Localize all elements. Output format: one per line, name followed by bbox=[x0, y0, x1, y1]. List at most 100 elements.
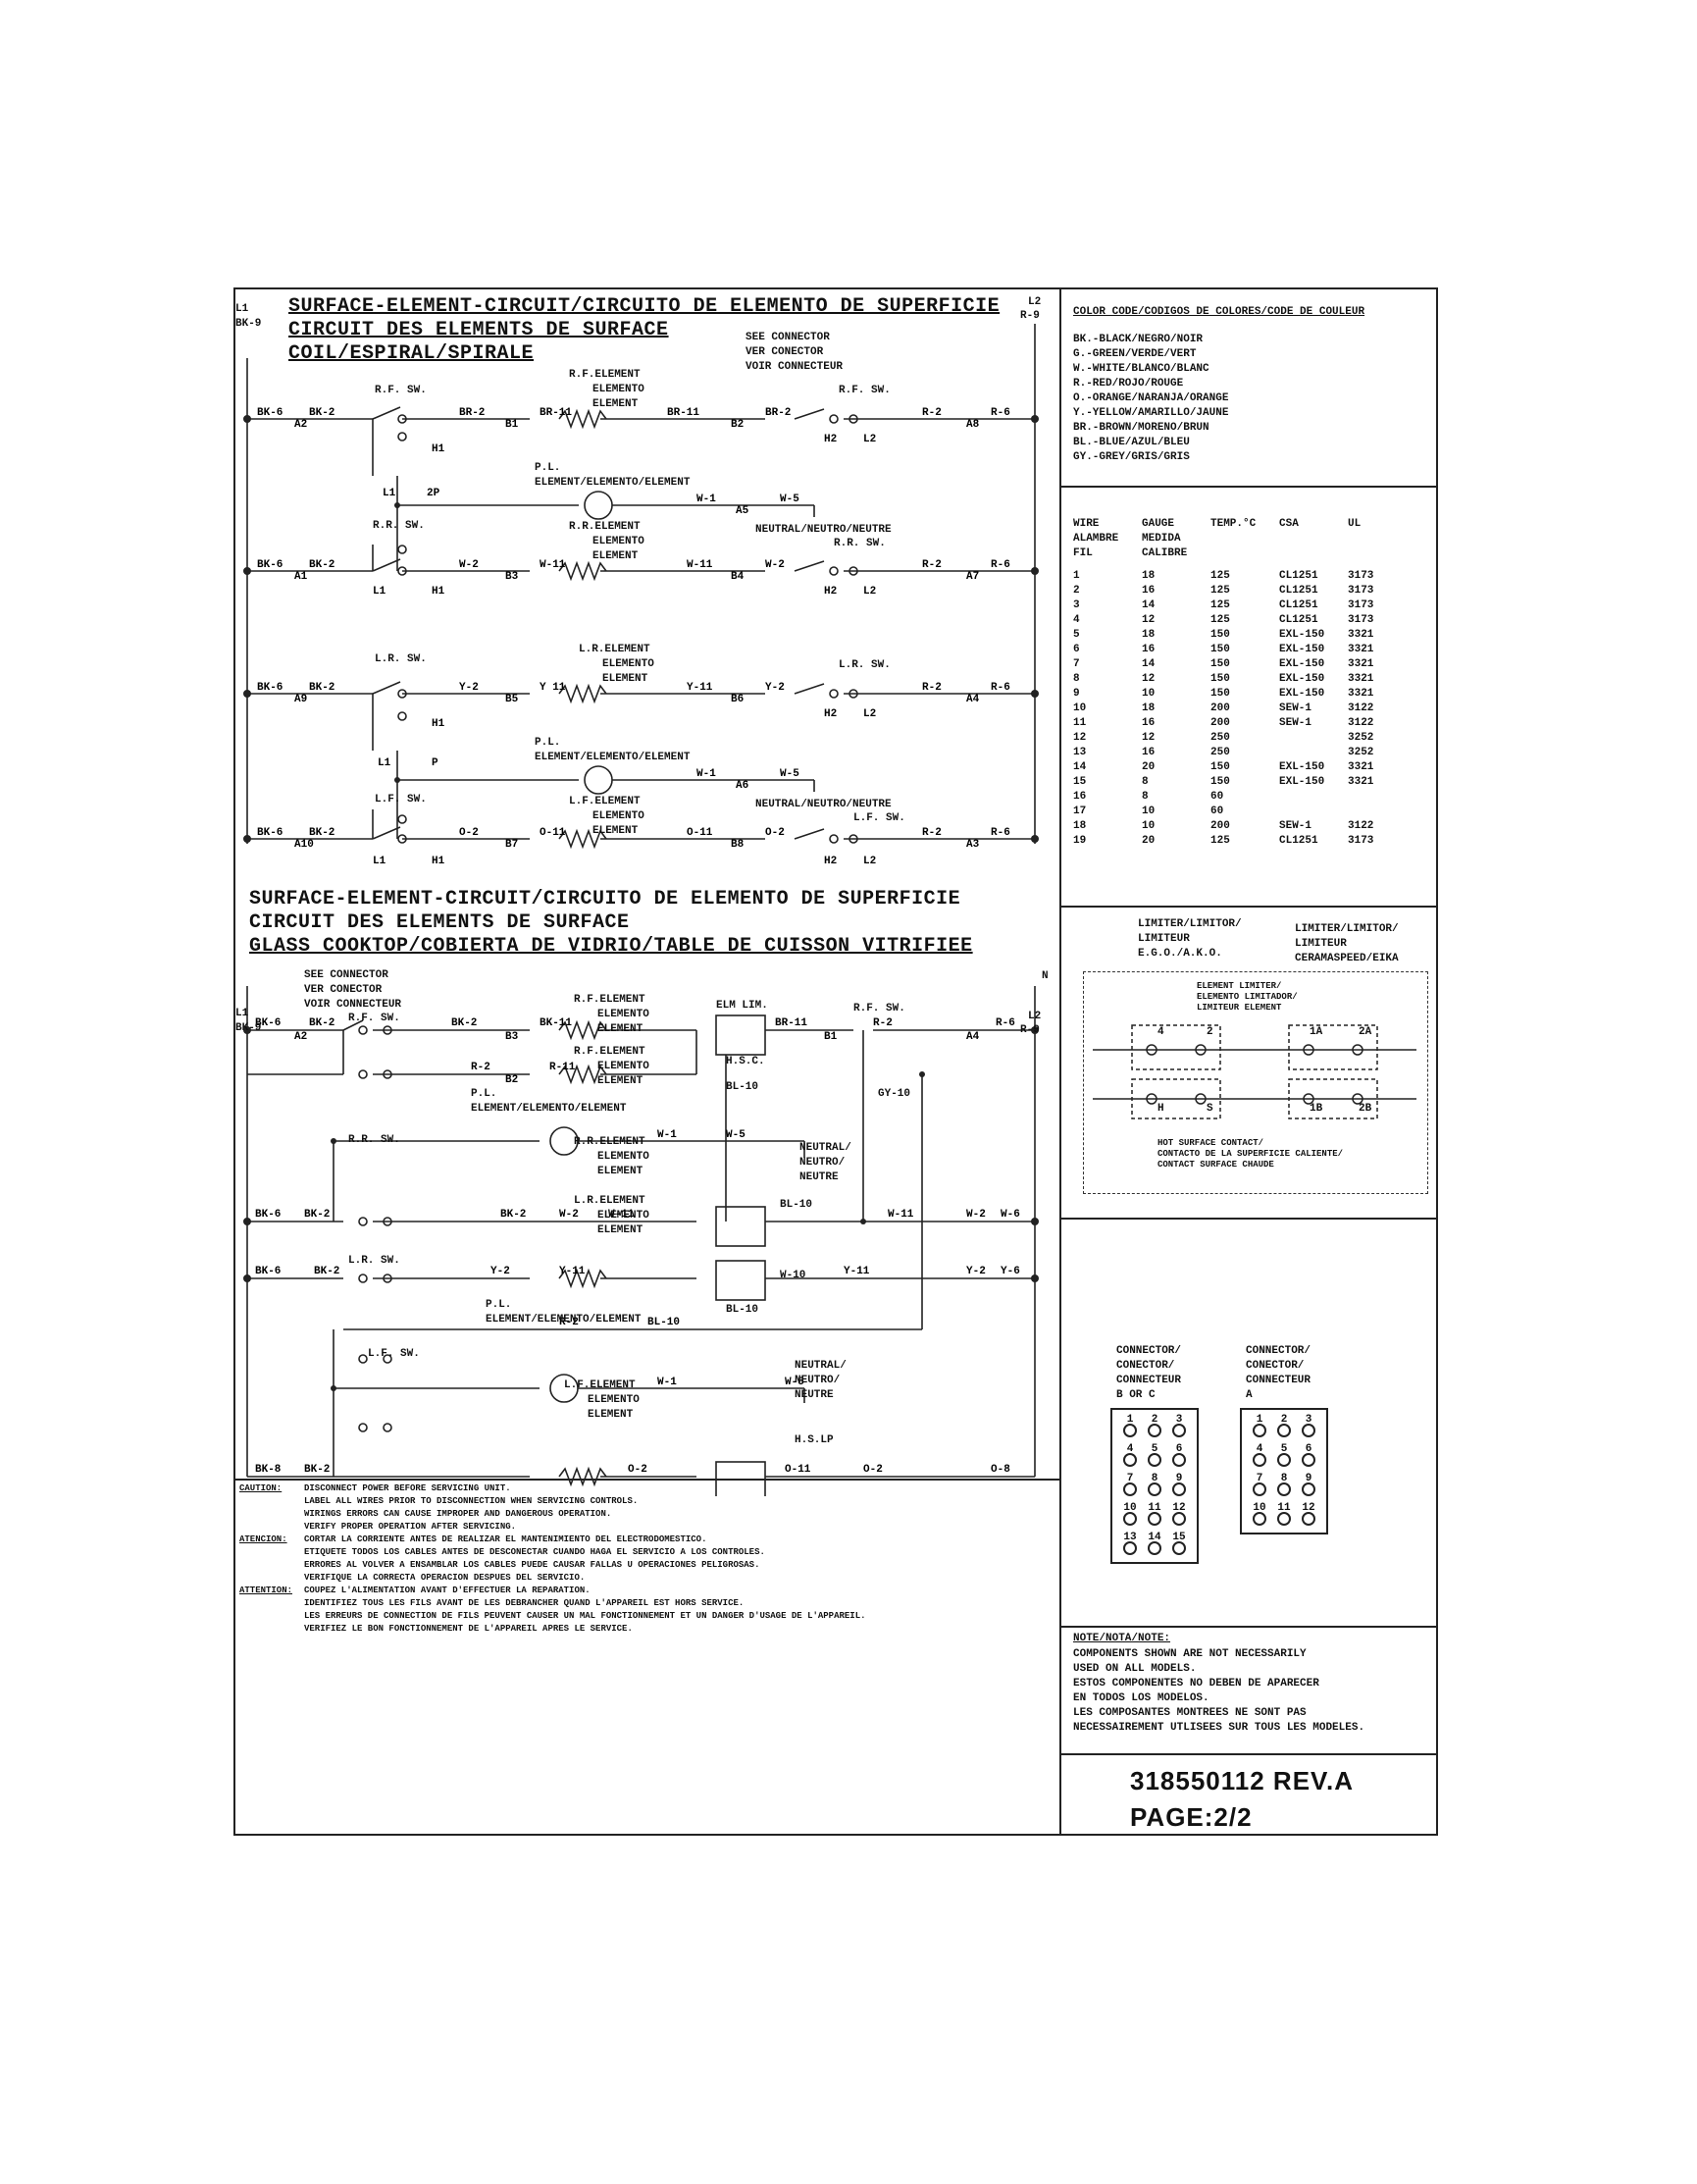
caution-text: DISCONNECT POWER BEFORE SERVICING UNIT. bbox=[304, 1483, 511, 1493]
svg-text:O-2: O-2 bbox=[628, 1464, 647, 1476]
gauge-cell: 10 bbox=[1142, 806, 1156, 817]
gauge-cell: 20 bbox=[1142, 835, 1156, 847]
gauge-cell: 125 bbox=[1210, 614, 1230, 626]
caution-text: IDENTIFIEZ TOUS LES FILS AVANT DE LES DE… bbox=[304, 1598, 745, 1608]
svg-text:O-11: O-11 bbox=[785, 1464, 811, 1476]
pl-label: P.L. bbox=[535, 462, 561, 474]
gauge-cell: CL1251 bbox=[1279, 599, 1318, 611]
svg-text:BR-11: BR-11 bbox=[540, 407, 572, 419]
limiter-diagram-box bbox=[1083, 971, 1428, 1194]
caution-line: IDENTIFIEZ TOUS LES FILS AVANT DE LES DE… bbox=[239, 1597, 1054, 1610]
glass-w10-label: W-10 bbox=[780, 1270, 806, 1281]
gauge-cell: 20 bbox=[1142, 761, 1156, 773]
lf-element-line3: ELEMENT bbox=[592, 825, 639, 837]
connector-divider bbox=[1059, 1626, 1438, 1628]
glass-rf-element-line3: ELEMENT bbox=[597, 1023, 643, 1035]
svg-text:W-1: W-1 bbox=[696, 768, 716, 780]
svg-text:R-6: R-6 bbox=[991, 407, 1010, 419]
connector-a-line3: CONNECTEUR bbox=[1246, 1375, 1311, 1386]
svg-text:O-2: O-2 bbox=[765, 827, 785, 839]
svg-text:BK-2: BK-2 bbox=[314, 1266, 339, 1277]
svg-text:W-1: W-1 bbox=[696, 494, 716, 505]
svg-text:R-2: R-2 bbox=[922, 407, 942, 419]
svg-text:W-11: W-11 bbox=[888, 1209, 914, 1221]
glass-neutral2-line1: NEUTRAL/ bbox=[795, 1360, 847, 1372]
gauge-cell: EXL-150 bbox=[1279, 673, 1325, 685]
glass-rf-element-label-2: R.F.ELEMENT ELEMENTO ELEMENT bbox=[574, 1045, 649, 1089]
note-line: COMPONENTS SHOWN ARE NOT NECESSARILY bbox=[1073, 1648, 1307, 1660]
gauge-cell: 3252 bbox=[1348, 747, 1374, 758]
svg-text:R-2: R-2 bbox=[873, 1017, 893, 1029]
color-code-divider bbox=[1059, 486, 1438, 488]
svg-text:W-11: W-11 bbox=[608, 1209, 635, 1221]
svg-text:W-1: W-1 bbox=[657, 1129, 677, 1141]
limiter-ceramaspeed-label: LIMITER/LIMITOR/ LIMITEUR CERAMASPEED/EI… bbox=[1295, 922, 1399, 966]
svg-text:2P: 2P bbox=[427, 488, 440, 499]
connector-pin bbox=[1148, 1424, 1161, 1437]
gauge-cell: 18 bbox=[1142, 629, 1156, 641]
gauge-cell: 3321 bbox=[1348, 673, 1374, 685]
gauge-cell: 250 bbox=[1210, 732, 1230, 744]
svg-text:O-2: O-2 bbox=[863, 1464, 883, 1476]
note-line: ESTOS COMPONENTES NO DEBEN DE APARECER bbox=[1073, 1678, 1319, 1690]
color-code-item: W.-WHITE/BLANCO/BLANC bbox=[1073, 363, 1209, 375]
glass-bl10-label-3: BL-10 bbox=[726, 1304, 759, 1316]
glass-neutral-stack-2: NEUTRAL/ NEUTRO/ NEUTRE bbox=[795, 1359, 847, 1403]
connector-pin bbox=[1123, 1424, 1137, 1437]
limiter-term-2b: 2B bbox=[1359, 1103, 1372, 1115]
svg-text:L1: L1 bbox=[373, 856, 386, 867]
gauge-cell: 3173 bbox=[1348, 614, 1374, 626]
glass-rr-switch-label: R.R. SW. bbox=[348, 1134, 400, 1146]
coil-heading-line3: COIL/ESPIRAL/SPIRALE bbox=[288, 342, 535, 365]
svg-text:Y-2: Y-2 bbox=[490, 1266, 510, 1277]
connector-pin bbox=[1172, 1512, 1186, 1526]
gauge-cell: 16 bbox=[1073, 791, 1087, 803]
connector-a-line4: A bbox=[1246, 1389, 1253, 1401]
svg-text:H2: H2 bbox=[824, 856, 837, 867]
svg-text:BK-11: BK-11 bbox=[540, 1017, 572, 1029]
gauge-cell: 16 bbox=[1142, 747, 1156, 758]
svg-text:BK-6: BK-6 bbox=[257, 407, 283, 419]
svg-text:H2: H2 bbox=[824, 708, 837, 720]
gauge-cell: 10 bbox=[1142, 820, 1156, 832]
gauge-cell: 16 bbox=[1142, 644, 1156, 655]
gauge-cell: 250 bbox=[1210, 747, 1230, 758]
gauge-cell bbox=[1210, 532, 1279, 546]
glass-hslp-label: H.S.LP bbox=[795, 1434, 834, 1446]
hot-surface-line2: CONTACTO DE LA SUPERFICIE CALIENTE/ bbox=[1157, 1149, 1344, 1159]
svg-text:A1: A1 bbox=[294, 571, 308, 583]
connector-pin bbox=[1253, 1453, 1266, 1467]
gauge-cell: 18 bbox=[1073, 820, 1087, 832]
gauge-cell: TEMP.°C bbox=[1210, 518, 1257, 530]
rr-switch-label-right: R.R. SW. bbox=[834, 538, 886, 549]
limiter-term-h: H bbox=[1157, 1103, 1164, 1115]
coil-circuit-diagram: BK-6BK-6 BK-6BK-6 BK-2BK-2 BK-2BK-2 BR-2… bbox=[243, 324, 1039, 867]
caution-text: VERIFIEZ LE BON FONCTIONNEMENT DE L'APPA… bbox=[304, 1624, 633, 1634]
note-line: LES COMPOSANTES MONTREES NE SONT PAS bbox=[1073, 1707, 1307, 1719]
gauge-cell bbox=[1279, 805, 1348, 819]
glass-rr-element-line2: ELEMENTO bbox=[597, 1151, 649, 1163]
glass-lr-element-line2: ELEMENTO bbox=[597, 1210, 649, 1222]
l2-label: L2 bbox=[1028, 296, 1042, 308]
svg-text:H1: H1 bbox=[432, 718, 445, 730]
gauge-cell: 150 bbox=[1210, 658, 1230, 670]
glass-n-label: N bbox=[1042, 970, 1049, 982]
gauge-cell: 14 bbox=[1142, 658, 1156, 670]
gauge-cell: 18 bbox=[1142, 570, 1156, 582]
caution-text: LABEL ALL WIRES PRIOR TO DISCONNECTION W… bbox=[304, 1496, 639, 1506]
connector-pin-label: 3 bbox=[1175, 1414, 1183, 1426]
connector-pin bbox=[1148, 1453, 1161, 1467]
hot-surface-line1: HOT SURFACE CONTACT/ bbox=[1157, 1138, 1264, 1148]
svg-text:Y 11: Y 11 bbox=[540, 682, 566, 694]
glass-bl10-label: BL-10 bbox=[726, 1081, 759, 1093]
rr-element-line1: R.R.ELEMENT bbox=[569, 521, 641, 533]
gauge-cell: 10 bbox=[1073, 702, 1087, 714]
gauge-cell: 18 bbox=[1142, 702, 1156, 714]
